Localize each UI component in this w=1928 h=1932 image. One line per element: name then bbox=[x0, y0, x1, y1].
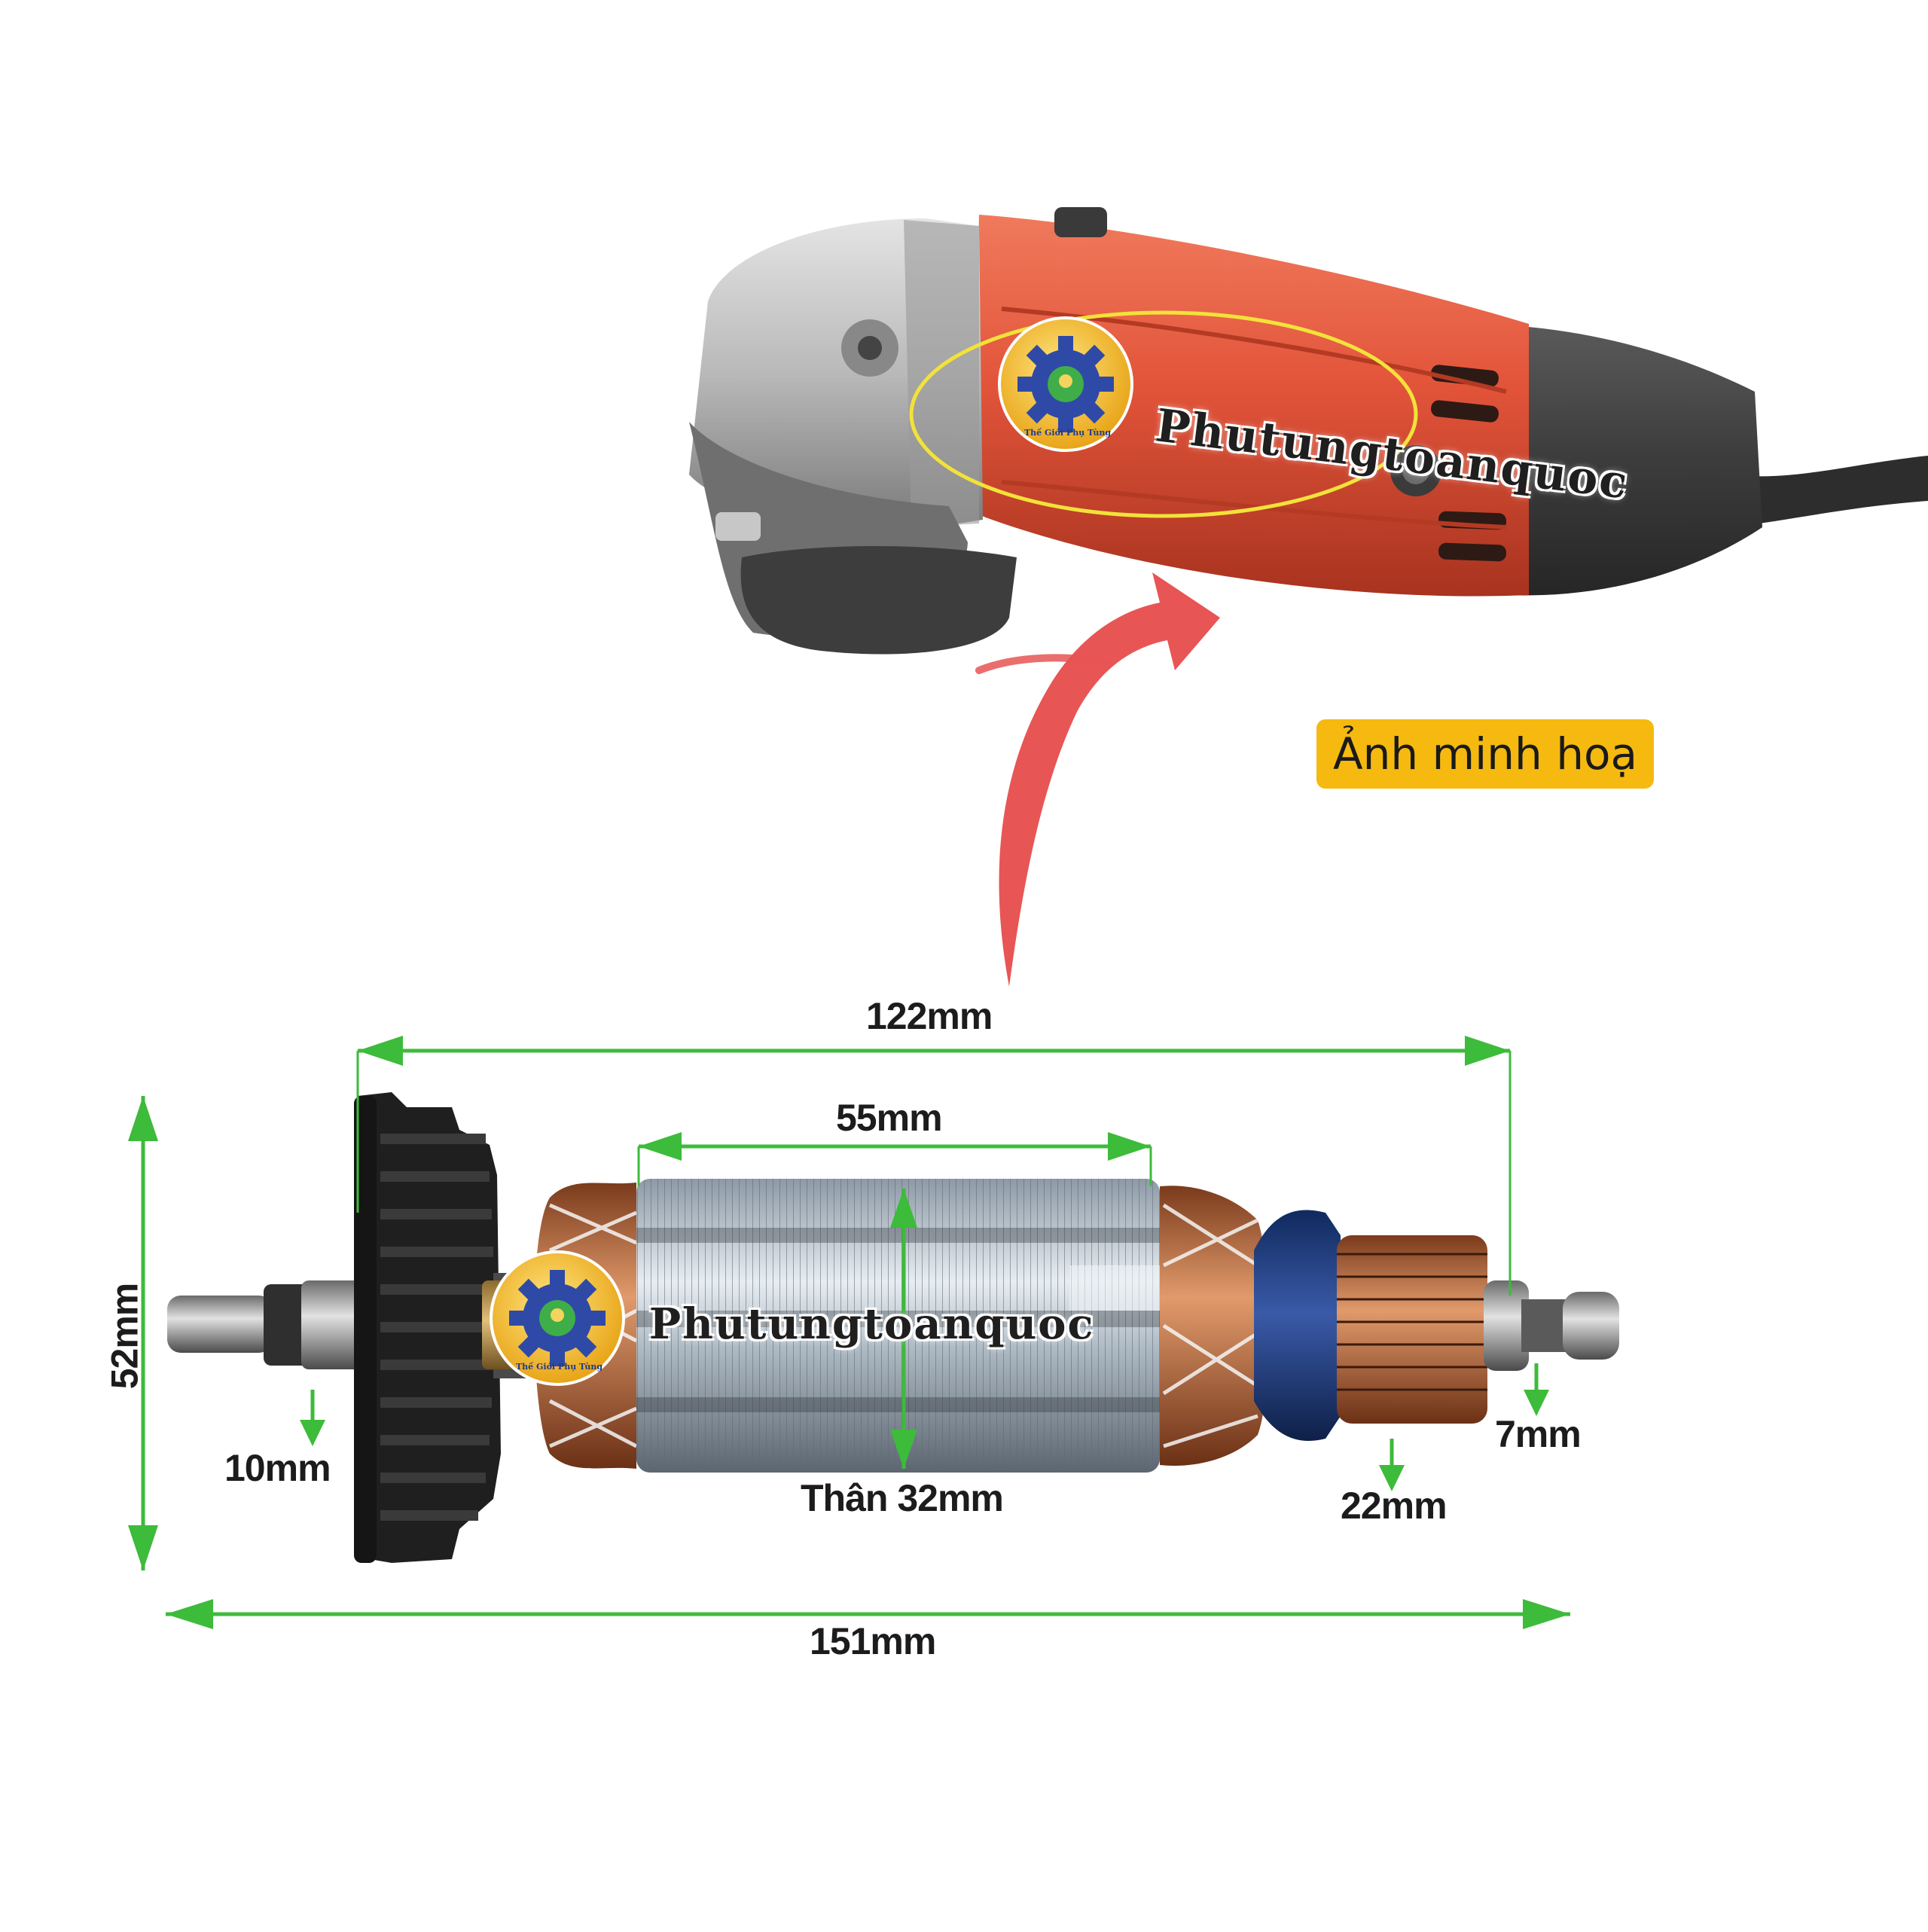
power-switch bbox=[1054, 207, 1107, 237]
red-arrow bbox=[999, 572, 1220, 987]
right-winding bbox=[1160, 1186, 1269, 1466]
brand-logo-top bbox=[998, 316, 1133, 452]
wheel-guard bbox=[740, 546, 1017, 655]
dimension-lines bbox=[128, 1036, 1570, 1629]
armature-rotor bbox=[167, 1092, 1619, 1563]
highlight-ellipse bbox=[909, 310, 1418, 518]
label-core-length: 55mm bbox=[836, 1097, 943, 1139]
cooling-fan bbox=[354, 1092, 501, 1563]
logo-caption-rotor: Thế Giới Phụ Tùng bbox=[516, 1362, 603, 1372]
power-cord bbox=[1732, 456, 1928, 527]
logo-caption-grinder: Thế Giới Phụ Tùng bbox=[1024, 428, 1112, 438]
right-bearing-seat bbox=[1484, 1280, 1529, 1371]
left-shaft bbox=[167, 1296, 273, 1353]
angle-grinder-illustration bbox=[689, 207, 1928, 655]
label-left-shaft: 10mm bbox=[224, 1447, 331, 1489]
rear-grip bbox=[1506, 325, 1762, 596]
blue-insulation bbox=[1254, 1210, 1341, 1441]
right-shaft bbox=[1563, 1292, 1619, 1360]
label-fan-diameter: 52mm bbox=[103, 1283, 146, 1390]
commutator bbox=[1337, 1235, 1487, 1424]
illustration-caption: Ảnh minh hoạ bbox=[1316, 719, 1654, 789]
pointer-arrow bbox=[975, 572, 1220, 987]
label-right-shaft: 7mm bbox=[1495, 1413, 1582, 1455]
motor-housing bbox=[972, 215, 1529, 597]
label-overall-length: 151mm bbox=[810, 1620, 936, 1662]
watermark-text-rotor: Phutungtoanquoc bbox=[649, 1299, 1095, 1349]
label-rotor-span: 122mm bbox=[866, 995, 993, 1037]
laminated-core bbox=[636, 1179, 1160, 1473]
label-body-diameter: Thân 32mm bbox=[801, 1477, 1004, 1519]
brand-logo-rotor bbox=[490, 1250, 625, 1386]
label-commutator: 22mm bbox=[1341, 1485, 1448, 1527]
vent-slots bbox=[1431, 365, 1507, 562]
